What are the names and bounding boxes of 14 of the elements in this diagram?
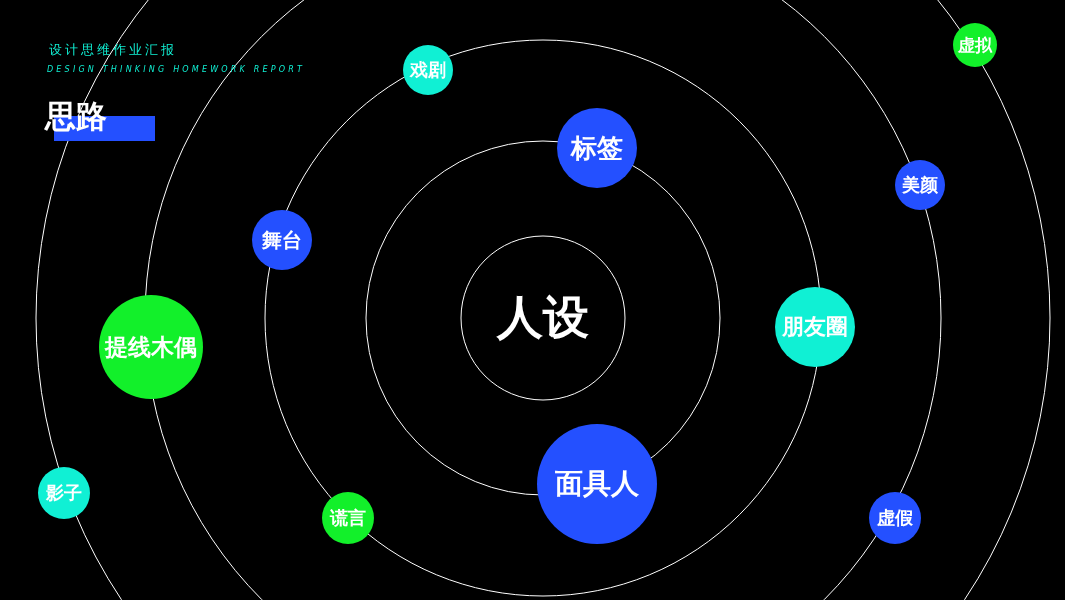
topic-circle: 谎言 <box>322 492 374 544</box>
topic-circle: 影子 <box>38 467 90 519</box>
topic-circle: 标签 <box>557 108 637 188</box>
title: 设计思维作业汇报 <box>49 41 177 59</box>
topic-circle: 舞台 <box>252 210 312 270</box>
topic-circle: 面具人 <box>537 424 657 544</box>
subtitle: DESIGN THINKING HOMEWORK REPORT <box>47 65 306 74</box>
topic-circle: 朋友圈 <box>775 287 855 367</box>
center-label: 人设 <box>497 289 589 346</box>
topic-circle: 虚假 <box>869 492 921 544</box>
topic-circle: 提线木偶 <box>99 295 203 399</box>
topic-circle: 美颜 <box>895 160 945 210</box>
topic-circle: 虚拟 <box>953 23 997 67</box>
topic-circle: 戏剧 <box>403 45 453 95</box>
